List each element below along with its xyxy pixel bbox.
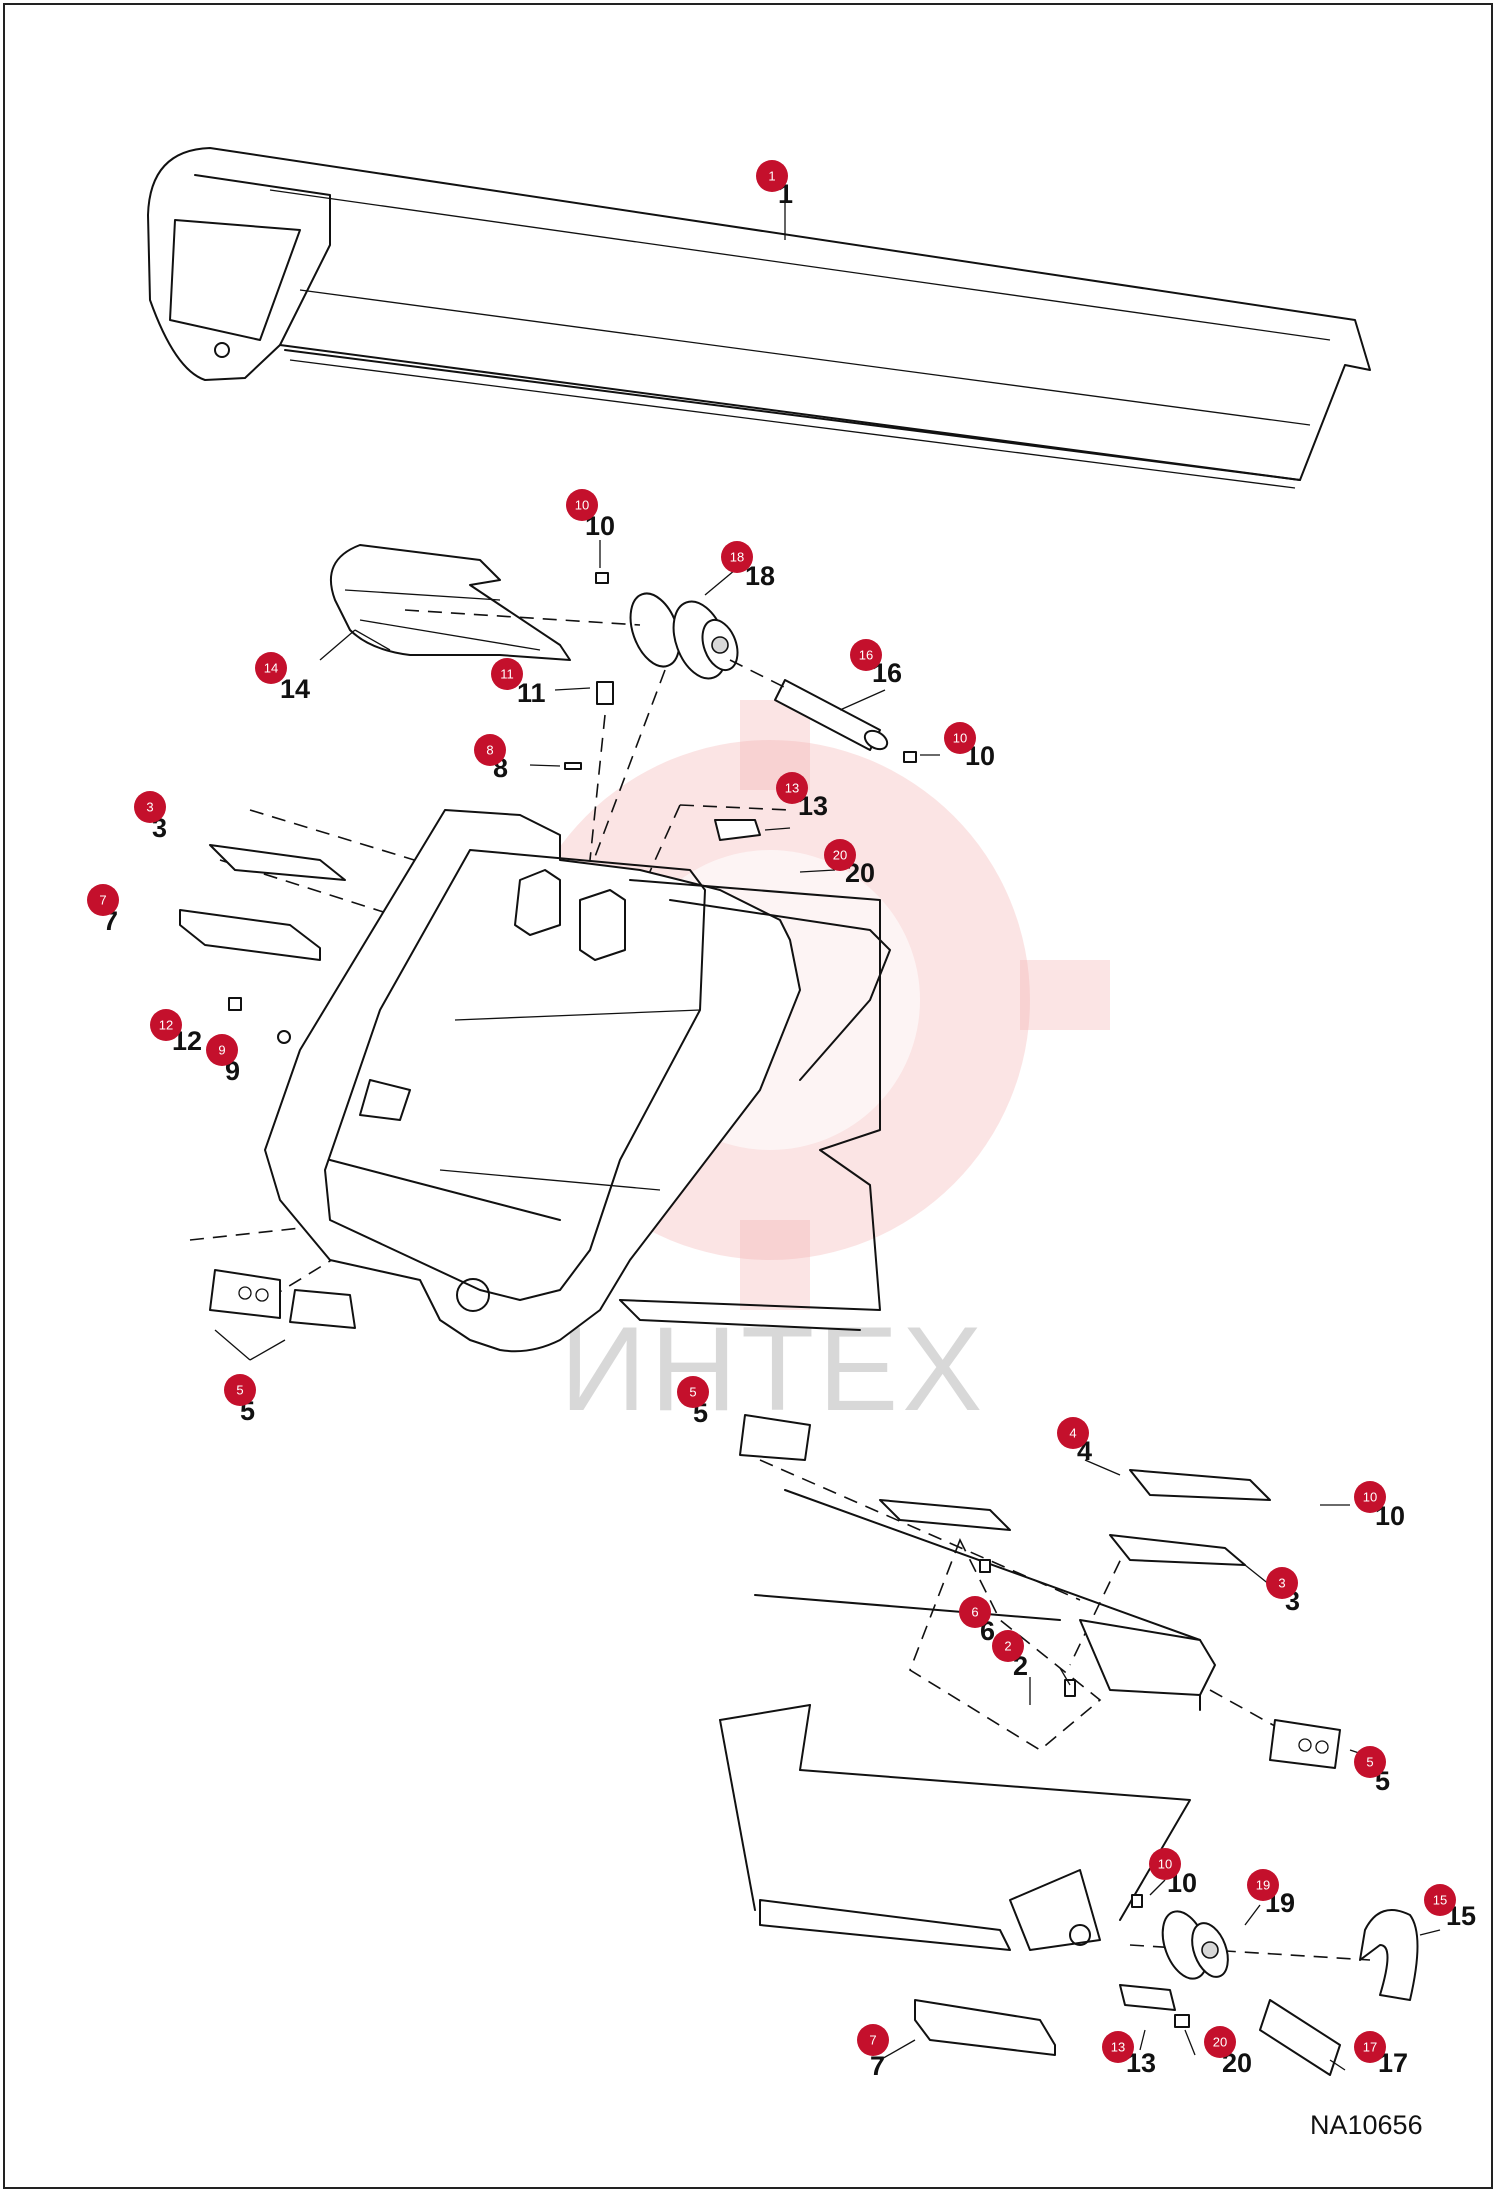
badge-8[interactable]: 8 xyxy=(474,734,506,766)
badge-10d[interactable]: 10 xyxy=(1149,1848,1181,1880)
badge-13b[interactable]: 13 xyxy=(1102,2031,1134,2063)
label-7b: 7 xyxy=(870,2051,885,2081)
boom-head-frame xyxy=(264,809,891,1353)
svg-text:14: 14 xyxy=(264,661,278,676)
svg-text:17: 17 xyxy=(1363,2040,1377,2055)
svg-text:10: 10 xyxy=(575,498,589,513)
drawing-code: NA10656 xyxy=(1310,2110,1423,2140)
svg-text:20: 20 xyxy=(1213,2035,1227,2050)
badge-1[interactable]: 1 xyxy=(756,160,788,192)
badge-20a[interactable]: 20 xyxy=(824,839,856,871)
svg-text:5: 5 xyxy=(689,1385,696,1400)
part-7-upper-pad xyxy=(179,909,321,961)
badge-12[interactable]: 12 xyxy=(150,1009,182,1041)
svg-text:6: 6 xyxy=(971,1605,978,1620)
badge-10b[interactable]: 10 xyxy=(944,722,976,754)
part-5-blocks xyxy=(209,1269,1341,1769)
part-7-lower-pad xyxy=(914,1999,1056,2056)
svg-text:13: 13 xyxy=(1111,2040,1125,2055)
part-16-pin xyxy=(774,679,889,751)
svg-text:10: 10 xyxy=(1158,1857,1172,1872)
svg-text:8: 8 xyxy=(486,743,493,758)
badge-5b[interactable]: 5 xyxy=(677,1376,709,1408)
badge-9[interactable]: 9 xyxy=(206,1034,238,1066)
svg-text:13: 13 xyxy=(785,781,799,796)
svg-text:3: 3 xyxy=(146,800,153,815)
badge-14[interactable]: 14 xyxy=(255,652,287,684)
svg-text:15: 15 xyxy=(1433,1893,1447,1908)
badge-3a[interactable]: 3 xyxy=(134,791,166,823)
svg-text:10: 10 xyxy=(953,731,967,746)
part-18-roller xyxy=(629,592,739,680)
label-11: 11 xyxy=(517,678,546,708)
svg-text:10: 10 xyxy=(1363,1490,1377,1505)
svg-text:12: 12 xyxy=(159,1018,173,1033)
badge-2[interactable]: 2 xyxy=(992,1630,1024,1662)
svg-text:16: 16 xyxy=(859,648,873,663)
label-14: 14 xyxy=(280,674,310,704)
svg-text:7: 7 xyxy=(99,893,106,908)
badge-7b[interactable]: 7 xyxy=(857,2024,889,2056)
badge-10c[interactable]: 10 xyxy=(1354,1481,1386,1513)
svg-text:2: 2 xyxy=(1004,1639,1011,1654)
part-13-lower-bracket xyxy=(1119,1894,1190,2028)
badge-7a[interactable]: 7 xyxy=(87,884,119,916)
svg-text:4: 4 xyxy=(1069,1426,1076,1441)
badge-13a[interactable]: 13 xyxy=(776,772,808,804)
svg-text:5: 5 xyxy=(236,1383,243,1398)
badge-20b[interactable]: 20 xyxy=(1204,2026,1236,2058)
badge-10a[interactable]: 10 xyxy=(566,489,598,521)
svg-text:11: 11 xyxy=(500,667,514,682)
part-1-upper-boom xyxy=(147,147,1371,489)
fasteners-upper xyxy=(228,572,917,1044)
part-17-pin xyxy=(1259,1999,1341,2076)
svg-text:1: 1 xyxy=(768,169,775,184)
part-14-bracket xyxy=(330,544,571,661)
svg-text:7: 7 xyxy=(869,2033,876,2048)
badge-19[interactable]: 19 xyxy=(1247,1869,1279,1901)
part-15-clip xyxy=(1359,1909,1419,2001)
badge-17[interactable]: 17 xyxy=(1354,2031,1386,2063)
svg-text:18: 18 xyxy=(730,550,744,565)
callout-badges: 1 10 18 14 11 16 10 8 13 3 20 7 12 9 5 5… xyxy=(87,160,1456,2063)
badge-18[interactable]: 18 xyxy=(721,541,753,573)
badge-15[interactable]: 15 xyxy=(1424,1884,1456,1916)
badge-4[interactable]: 4 xyxy=(1057,1417,1089,1449)
badge-5c[interactable]: 5 xyxy=(1354,1746,1386,1778)
leader-lines xyxy=(214,200,1441,2071)
badge-3b[interactable]: 3 xyxy=(1266,1567,1298,1599)
svg-text:20: 20 xyxy=(833,848,847,863)
svg-text:5: 5 xyxy=(1366,1755,1373,1770)
badge-5a[interactable]: 5 xyxy=(224,1374,256,1406)
part-3-upper-plate xyxy=(209,844,346,881)
watermark-text: ИНТЕХ xyxy=(560,1302,986,1436)
svg-text:19: 19 xyxy=(1256,1878,1270,1893)
badge-11[interactable]: 11 xyxy=(491,658,523,690)
svg-text:3: 3 xyxy=(1278,1576,1285,1591)
badge-6[interactable]: 6 xyxy=(959,1596,991,1628)
svg-text:9: 9 xyxy=(218,1043,225,1058)
part-13-upper-bracket xyxy=(714,819,761,841)
part-19-roller xyxy=(1161,1910,1229,1980)
badge-16[interactable]: 16 xyxy=(850,639,882,671)
